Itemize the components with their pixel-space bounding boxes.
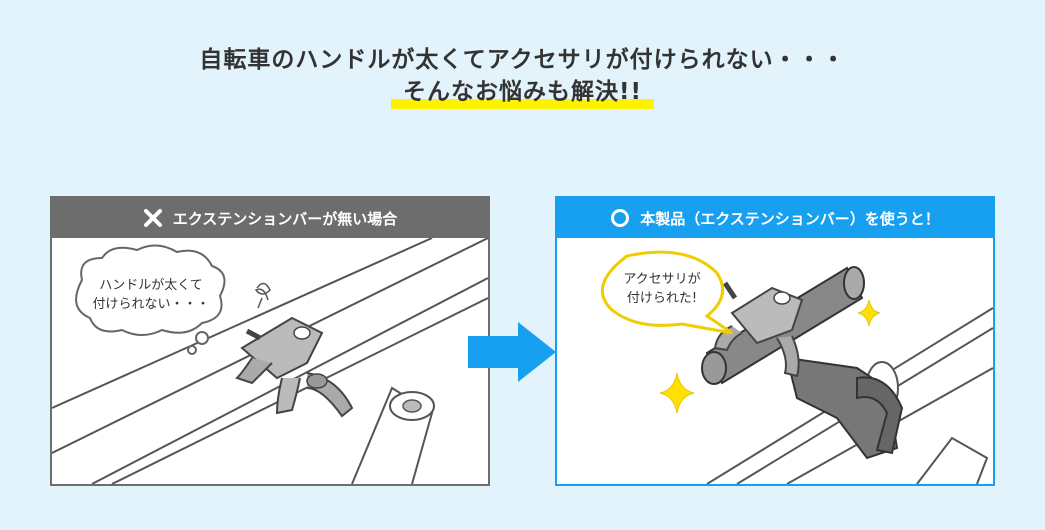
with-extension-panel: 本製品（エクステンションバー）を使うと！ (555, 196, 995, 486)
right-bubble-line1: アクセサリが (623, 272, 701, 287)
without-extension-illustration: ハンドルが太くて 付けられない・・・ (52, 238, 488, 484)
sparkle-icon (857, 299, 881, 327)
circle-icon (611, 209, 630, 227)
left-bubble-text: ハンドルが太くて 付けられない・・・ (88, 276, 214, 314)
left-bubble-line1: ハンドルが太くて (99, 278, 203, 293)
extension-bar-illustration (601, 250, 993, 484)
headline-line2: そんなお悩みも解決!! (0, 72, 1045, 109)
confusion-icon (254, 282, 271, 309)
with-extension-header: 本製品（エクステンションバー）を使うと！ (557, 198, 993, 238)
headline-line1: 自転車のハンドルが太くてアクセサリが付けられない・・・ (199, 47, 846, 73)
right-bubble-text: アクセサリが 付けられた! (597, 270, 727, 308)
thought-bubble (75, 244, 226, 336)
speech-bubble (601, 250, 733, 335)
without-extension-header: エクステンションバーが無い場合 (52, 198, 488, 238)
with-extension-title: 本製品（エクステンションバー）を使うと！ (640, 209, 940, 228)
sparkle-icon (659, 372, 695, 414)
left-bubble-line2: 付けられない・・・ (92, 297, 210, 312)
clamp-shape (235, 316, 354, 418)
without-extension-title: エクステンションバーが無い場合 (172, 209, 398, 228)
right-bubble-line2: 付けられた! (626, 291, 698, 306)
with-extension-illustration: アクセサリが 付けられた! (557, 238, 993, 484)
cross-icon (143, 209, 162, 227)
without-extension-panel: エクステンションバーが無い場合 (50, 196, 490, 486)
headline-line2-text: そんなお悩みも解決!! (391, 72, 654, 109)
handlebar-illustration (52, 238, 488, 484)
arrow-right-icon (468, 322, 556, 382)
